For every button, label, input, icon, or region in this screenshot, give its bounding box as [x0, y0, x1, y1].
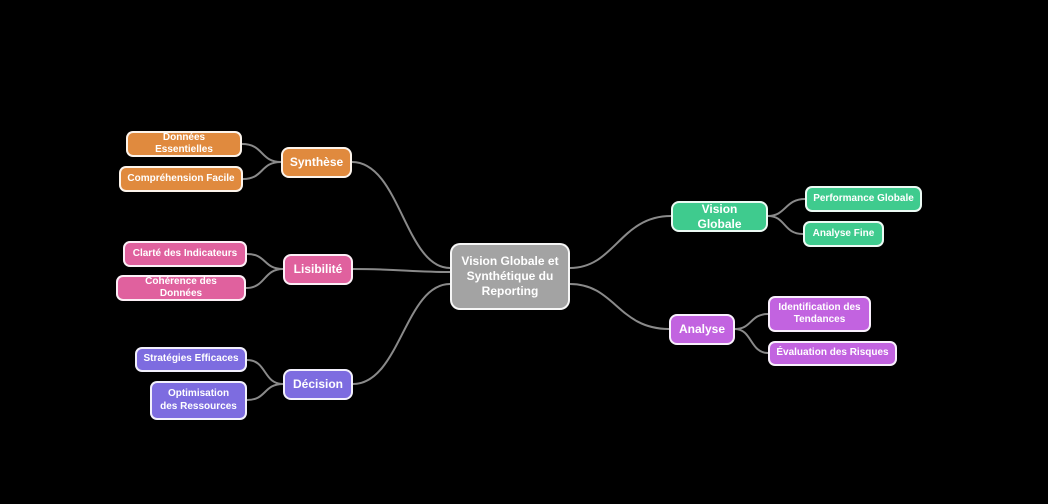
node-donnees-essentielles[interactable]: Données Essentielles [126, 131, 242, 157]
connector-root-lisibilite [352, 268, 451, 273]
connector-lisibilite-coherence [245, 268, 284, 289]
node-analyse-fine-label: Analyse Fine [812, 227, 875, 239]
connector-vision-analyse-fine [767, 215, 804, 235]
node-donnees-essentielles-label: Données Essentielles [155, 131, 213, 156]
connector-root-vision-globale [569, 215, 672, 269]
connector-synthese-donnees [241, 143, 282, 163]
node-strategies-efficaces[interactable]: Stratégies Efficaces [135, 347, 247, 372]
node-analyse-label: Analyse [678, 322, 726, 336]
node-vision-globale[interactable]: Vision Globale [671, 201, 768, 232]
connector-analyse-identification [734, 313, 769, 330]
node-optimisation-ressources-label: Optimisation des Ressources [160, 388, 237, 412]
connector-root-synthese [351, 161, 451, 269]
connector-decision-strategies [246, 359, 284, 385]
node-comprehension-facile-label: Compréhension Facile [127, 172, 235, 184]
node-identification-tendances[interactable]: Identification des Tendances [768, 296, 871, 332]
connector-decision-optimisation [246, 383, 284, 401]
node-root-label: Vision Globale et Synthétique du Reporti… [461, 254, 559, 298]
node-lisibilite[interactable]: Lisibilité [283, 254, 353, 285]
node-performance-globale-label: Performance Globale [813, 192, 914, 204]
node-coherence-donnees-label: Cohérence des Données [145, 275, 217, 300]
node-comprehension-facile[interactable]: Compréhension Facile [119, 166, 243, 192]
connector-analyse-evaluation [734, 328, 769, 354]
node-decision-label: Décision [292, 377, 343, 391]
node-coherence-donnees[interactable]: Cohérence des Données [116, 275, 246, 301]
node-vision-globale-label: Vision Globale [697, 201, 742, 231]
node-analyse-fine[interactable]: Analyse Fine [803, 221, 884, 247]
connector-root-decision [352, 283, 451, 385]
node-strategies-efficaces-label: Stratégies Efficaces [143, 353, 239, 365]
node-clarte-indicateurs[interactable]: Clarté des Indicateurs [123, 241, 247, 267]
node-performance-globale[interactable]: Performance Globale [805, 186, 922, 212]
node-clarte-indicateurs-label: Clarté des Indicateurs [132, 247, 238, 259]
connector-synthese-comprehension [242, 161, 282, 180]
node-root[interactable]: Vision Globale et Synthétique du Reporti… [450, 243, 570, 310]
connector-lisibilite-clarte [246, 253, 284, 270]
node-identification-tendances-label: Identification des Tendances [778, 301, 861, 326]
connector-vision-performance [767, 198, 806, 217]
node-analyse[interactable]: Analyse [669, 314, 735, 345]
node-optimisation-ressources[interactable]: Optimisation des Ressources [150, 381, 247, 420]
node-evaluation-risques[interactable]: Évaluation des Risques [768, 341, 897, 366]
node-lisibilite-label: Lisibilité [293, 262, 343, 276]
connector-root-analyse [569, 283, 670, 330]
node-evaluation-risques-label: Évaluation des Risques [776, 347, 889, 359]
node-decision[interactable]: Décision [283, 369, 353, 400]
node-synthese-label: Synthèse [289, 155, 344, 169]
node-synthese[interactable]: Synthèse [281, 147, 352, 178]
